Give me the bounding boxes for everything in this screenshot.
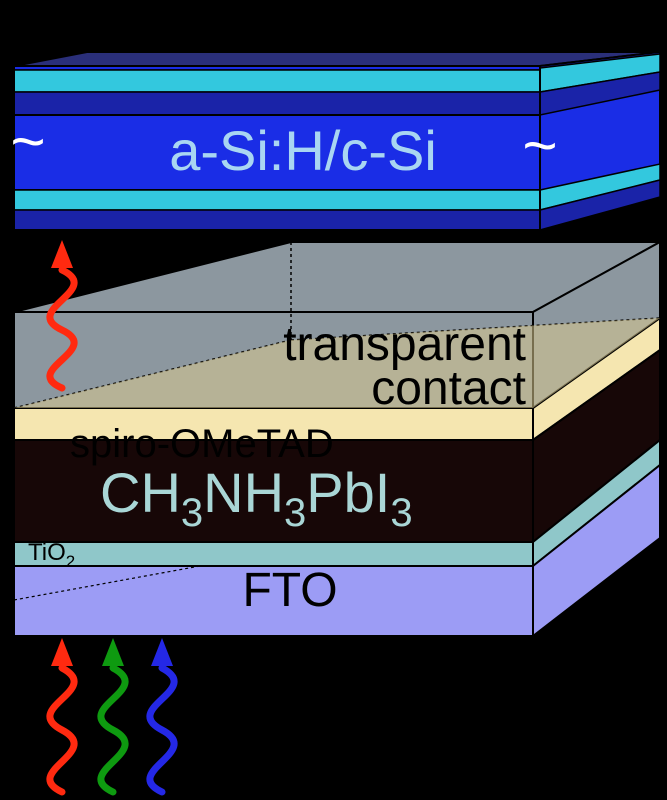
blue-arrowhead-incident-icon	[151, 638, 173, 666]
si-cell-label: a-Si:H/c-Si	[169, 119, 437, 182]
tio2-label-base: TiO	[28, 539, 66, 566]
green-arrowhead-incident-icon	[102, 638, 124, 666]
red-wave-incident	[46, 664, 78, 796]
si-cell-front-cyan-bottom	[13, 189, 541, 211]
si-cell-front-dark-bottom	[13, 209, 541, 231]
perovskite-label-sub2: 3	[284, 491, 306, 535]
tio2-label-sub: 2	[66, 552, 75, 571]
red-wave-reflected	[46, 266, 78, 392]
perovskite-label: CH3NH3PbI3	[100, 461, 413, 535]
si-cell-front-wafer	[13, 114, 541, 191]
red-arrowhead-incident-icon	[51, 638, 73, 666]
tio2-label: TiO2	[28, 539, 75, 571]
tilde-left-icon: ~	[10, 108, 45, 175]
tilde-right-icon: ~	[522, 112, 557, 179]
blue-wave-incident	[146, 664, 178, 796]
perovskite-label-ch: CH	[100, 461, 181, 524]
spiro-front-face	[13, 407, 534, 441]
spiro-label: spiro-OMeTAD	[70, 422, 334, 466]
fto-front-face	[13, 565, 534, 637]
si-cell-front-dark-top	[13, 91, 541, 116]
reflected-light-wave	[46, 240, 78, 392]
perovskite-label-pbi: PbI	[306, 461, 390, 524]
perovskite-cell: transparent contact spiro-OMeTAD CH3NH3P…	[13, 240, 661, 639]
fto-label: FTO	[242, 564, 337, 617]
spiro-translucent-overlay	[14, 318, 660, 408]
fto-hidden-edge	[13, 565, 201, 601]
si-cell-outline	[13, 65, 541, 231]
red-arrowhead-reflected-icon	[51, 240, 73, 268]
tio2-front-face	[13, 541, 534, 567]
perovskite-label-nh: NH	[203, 461, 284, 524]
contact-label-line2: contact	[371, 362, 526, 415]
incident-light-waves	[46, 638, 178, 796]
perovskite-label-sub1: 3	[181, 491, 203, 535]
green-wave-incident	[97, 664, 129, 796]
perovskite-front-face	[13, 439, 534, 543]
si-cell: a-Si:H/c-Si ~ ~	[10, 50, 661, 232]
contact-label-line1: transparent	[283, 318, 526, 371]
perovskite-label-sub3: 3	[390, 491, 412, 535]
si-cell-front-cyan-top	[13, 69, 541, 93]
